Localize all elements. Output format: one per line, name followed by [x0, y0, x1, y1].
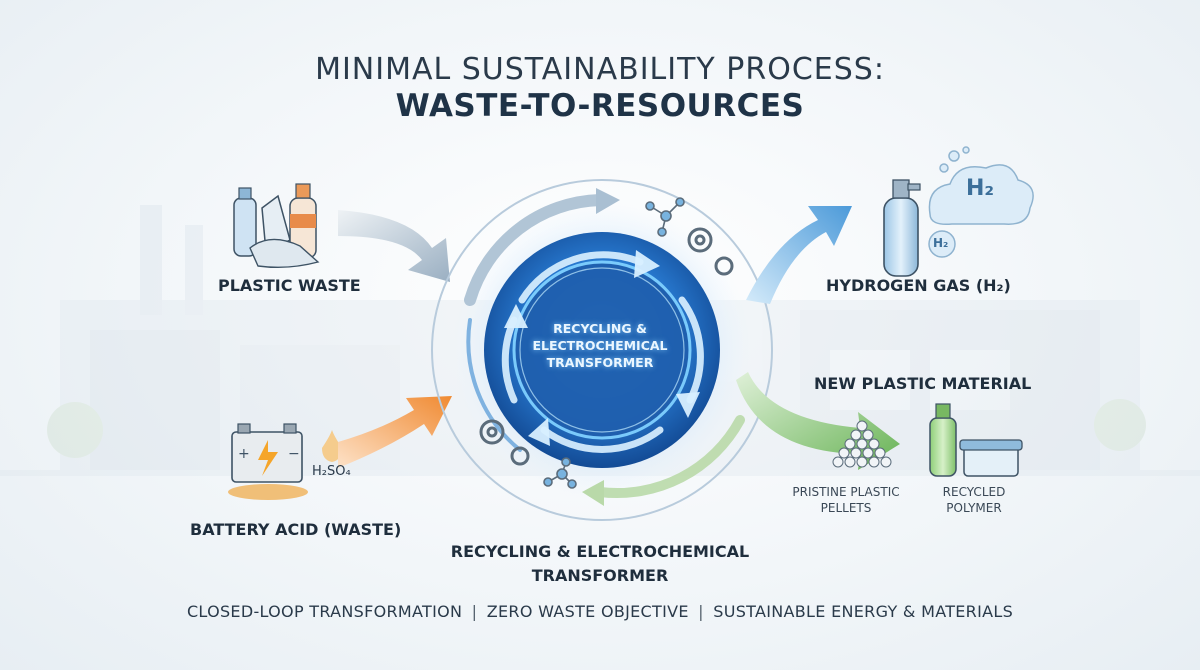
pellets-label: PRISTINE PLASTIC PELLETS: [792, 485, 900, 515]
svg-text:−: −: [288, 446, 300, 462]
transformer-caption: RECYCLING & ELECTROCHEMICAL TRANSFORMER: [450, 542, 750, 585]
footer-item-zero-waste: ZERO WASTE OBJECTIVE: [486, 602, 689, 621]
page-title-line2: WASTE-TO-RESOURCES: [395, 88, 805, 124]
page-title-line1: MINIMAL SUSTAINABILITY PROCESS:: [315, 52, 885, 87]
plastic-input-arrow: [338, 210, 450, 282]
footer-separator: |: [471, 602, 478, 621]
pellets-icon: [832, 420, 892, 468]
hydrogen-gas-label: HYDROGEN GAS (H₂): [826, 276, 1011, 295]
outer-cycle-arrows: [464, 188, 745, 506]
core-rotation-arrows: [501, 251, 704, 453]
footer-tagline: CLOSED-LOOP TRANSFORMATION | ZERO WASTE …: [0, 602, 1200, 621]
hydrogen-cloud-label: H₂: [966, 176, 995, 201]
hydrogen-tank-icon: [883, 179, 921, 277]
recycled-container-icon: [959, 439, 1023, 477]
outer-process-ring: [431, 179, 773, 521]
hydrogen-bubble-label: H₂: [933, 236, 949, 250]
battery-icon: + −: [228, 423, 342, 500]
transformer-core-label: RECYCLING & ELECTROCHEMICAL TRANSFORMER: [532, 321, 668, 370]
acid-input-arrow: [338, 396, 452, 468]
gear-icon: [479, 227, 734, 466]
acid-formula: H₂SO₄: [312, 464, 351, 479]
plastic-waste-label: PLASTIC WASTE: [218, 276, 361, 295]
hydrogen-cloud-icon: [928, 146, 1034, 258]
polymer-label: RECYCLED POLYMER: [942, 485, 1006, 515]
new-plastic-label: NEW PLASTIC MATERIAL: [814, 374, 1032, 393]
recycled-bottle-icon: [929, 403, 957, 477]
footer-item-sustainable: SUSTAINABLE ENERGY & MATERIALS: [713, 602, 1014, 621]
molecule-icon: [543, 197, 685, 489]
plastic-bottles-icon: [233, 183, 320, 269]
hydrogen-output-arrow: [746, 206, 852, 304]
svg-text:+: +: [238, 446, 250, 462]
footer-separator: |: [698, 602, 704, 621]
battery-acid-label: BATTERY ACID (WASTE): [190, 520, 402, 539]
footer-item-closed-loop: CLOSED-LOOP TRANSFORMATION: [186, 602, 463, 621]
